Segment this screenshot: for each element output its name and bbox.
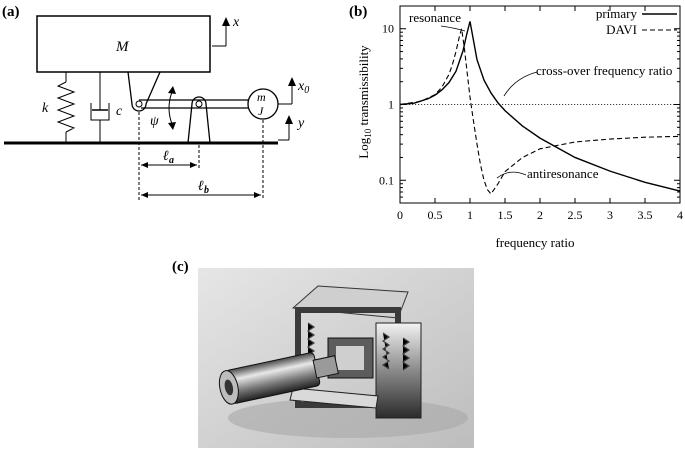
x-tick-label: 0 [397, 208, 403, 222]
y-tick-label: 10 [382, 22, 394, 36]
la-label: ℓa [163, 149, 174, 166]
y-tick-label: 0.1 [379, 173, 394, 187]
fulcrum-pivot [195, 100, 203, 108]
hanger-pivot [135, 100, 143, 108]
springs [306, 322, 411, 371]
central-face [336, 346, 364, 370]
panel-label-a: (a) [2, 4, 20, 20]
fulcrum-support [187, 96, 211, 144]
J-label: J [258, 104, 264, 118]
annotation-crossover: cross-over frequency ratio [536, 63, 672, 78]
annotation-resonance-pointer [440, 25, 466, 32]
x-tick-label: 2.5 [568, 208, 583, 222]
psi-arrowhead-top [168, 86, 176, 94]
x-arrow-head [222, 17, 230, 26]
annotation-antiresonance-pointer [496, 171, 527, 179]
y-arrow-head [285, 115, 293, 124]
spring-coil [56, 81, 76, 133]
y-label: y [296, 116, 305, 131]
panel-label-c: (c) [172, 259, 189, 275]
axis-ticks: 0 0.5 1 1.5 2 2.5 3 3.5 4 10 1 0.1 [379, 6, 683, 222]
m-label: m [257, 90, 266, 104]
side-plate [375, 322, 422, 419]
x0-label: x0 [297, 79, 309, 96]
k-label: k [42, 101, 49, 116]
x-axis-label: frequency ratio [495, 235, 574, 250]
series-primary-line [399, 21, 681, 192]
x-tick-label: 3 [607, 208, 613, 222]
y-axis-label: Log10 transmissibility [356, 45, 373, 159]
lb-label: ℓb [198, 179, 209, 196]
psi-arrowhead-bottom [168, 122, 176, 130]
annotation-antiresonance: antiresonance [527, 166, 599, 181]
x-tick-label: 4 [677, 208, 683, 222]
psi-arrow [168, 91, 173, 125]
x-label: x [232, 15, 240, 30]
psi-label: ψ [150, 114, 159, 129]
x0-arrow-head [288, 77, 296, 86]
x-tick-label: 1.5 [498, 208, 513, 222]
prototype-photo [198, 268, 474, 448]
annotation-crossover-pointer [503, 71, 538, 97]
y-tick-label: 1 [388, 98, 394, 112]
mechanism-schematic: M x k c ψ m J x0 y ℓa ℓb [4, 15, 309, 200]
x-tick-label: 2 [537, 208, 543, 222]
c-label: c [116, 104, 123, 119]
mass-label: M [115, 39, 130, 55]
mass-block [36, 15, 211, 73]
x-tick-label: 3.5 [638, 208, 653, 222]
cylinder-mass [218, 352, 339, 405]
x-tick-label: 1 [467, 208, 473, 222]
annotation-resonance: resonance [409, 10, 461, 25]
panel-label-b: (b) [349, 4, 368, 20]
legend-primary-label: primary [596, 6, 638, 21]
base-plate [289, 387, 379, 409]
hanger-bracket [127, 71, 161, 112]
x-tick-label: 0.5 [428, 208, 443, 222]
legend-davi-label: DAVI [606, 22, 637, 37]
